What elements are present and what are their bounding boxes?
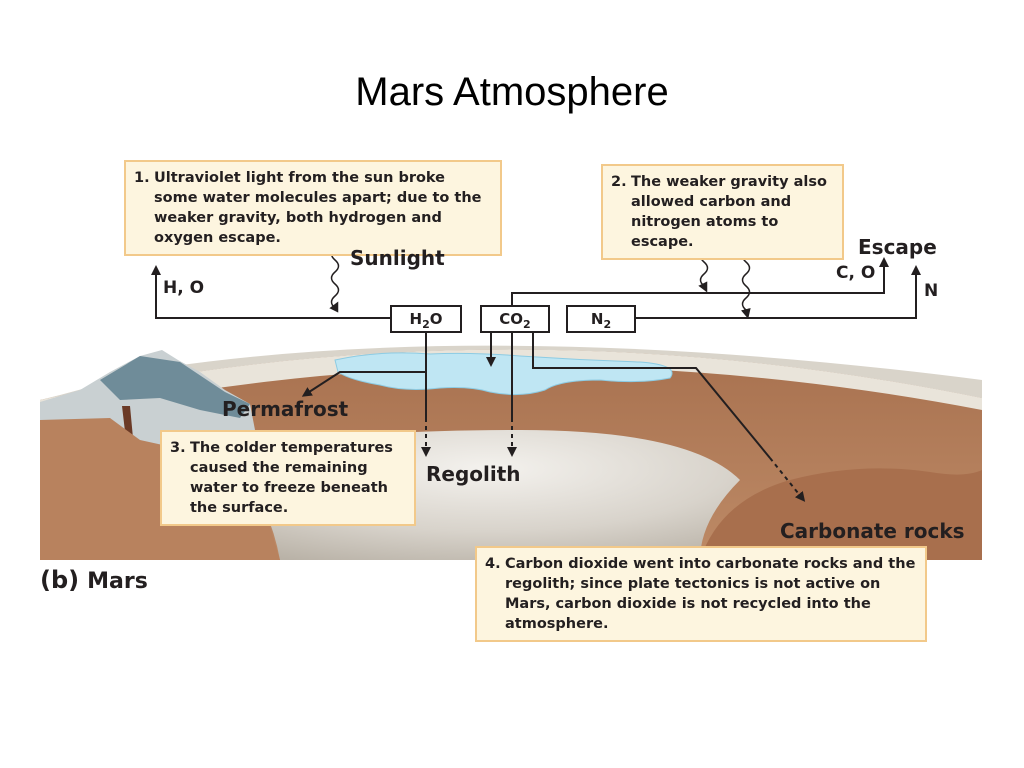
carbonate-rocks-label: Carbonate rocks: [780, 519, 965, 543]
permafrost-label: Permafrost: [222, 397, 349, 421]
n-label: N: [924, 281, 939, 301]
c-o-escape-line: [511, 257, 889, 305]
surface-top: [40, 345, 982, 400]
process-lines: [151, 235, 921, 502]
escape-label: Escape: [858, 235, 937, 259]
slide-title: Mars Atmosphere: [355, 70, 669, 114]
note-1-ultraviolet: 1.Ultraviolet light from the sun broke s…: [124, 160, 502, 256]
note-2-weaker-gravity: 2.The weaker gravity also allowed carbon…: [601, 164, 844, 260]
n-escape-line: [636, 265, 921, 319]
n2-box: N2: [566, 305, 636, 333]
panel-letter: (b): [40, 566, 80, 594]
ice-deposit: [334, 352, 673, 396]
carbonate-rock-mound: [700, 468, 982, 560]
co2-box: CO2: [480, 305, 550, 333]
co2-carbonate-line: [532, 331, 771, 459]
h2o-box: H2O: [390, 305, 462, 333]
h-o-escape-line: [151, 265, 390, 319]
mountain-slope: [100, 356, 250, 418]
panel-label: (b) Mars: [40, 566, 148, 594]
permafrost-line: [301, 331, 427, 397]
regolith-label: Regolith: [426, 462, 521, 486]
h-o-label: H, O: [163, 278, 205, 298]
sunlight-label: Sunlight: [350, 246, 445, 270]
note-4-carbon-dioxide: 4.Carbon dioxide went into carbonate roc…: [475, 546, 927, 642]
co2-carbonate-dash: [769, 457, 806, 502]
panel-name: Mars: [87, 569, 148, 594]
note-3-colder-temperatures: 3.The colder temperatures caused the rem…: [160, 430, 416, 526]
surface-crust: [40, 349, 982, 420]
c-o-label: C, O: [836, 263, 876, 283]
